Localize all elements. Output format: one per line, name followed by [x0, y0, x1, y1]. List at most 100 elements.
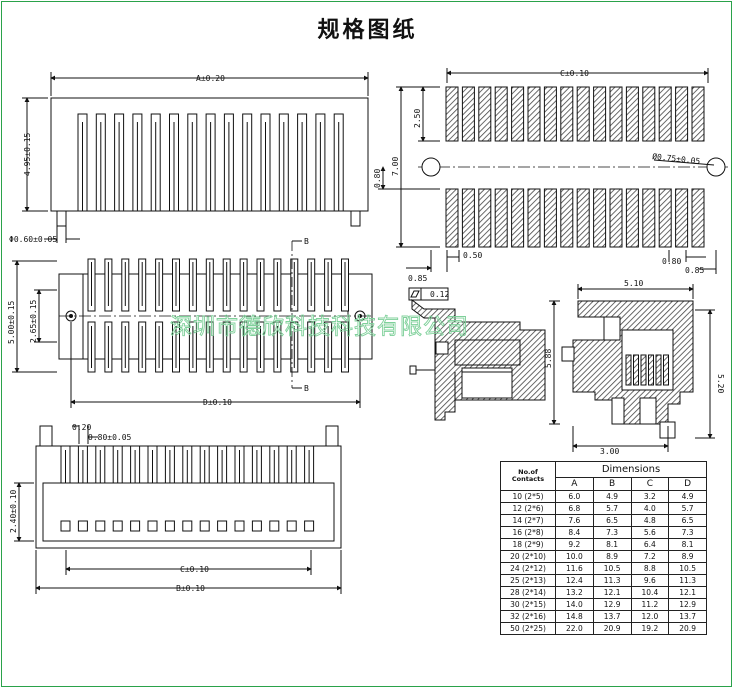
- dim-250-label: 2.50: [413, 109, 422, 128]
- table-title: Dimensions: [555, 461, 707, 478]
- col-header-a: A: [555, 477, 594, 491]
- contact-lower: [234, 520, 245, 532]
- dim-085l-label: 0.85: [408, 274, 427, 283]
- dimension-cell: 13.7: [592, 610, 632, 623]
- dimension-cell: 6.8: [555, 502, 594, 515]
- pcb-pad-bottom: [642, 188, 656, 248]
- dim-080b-label: 0.80±0.05: [88, 433, 132, 442]
- pcb-pad-bottom: [445, 188, 459, 248]
- pcb-pad-bottom: [691, 188, 705, 248]
- page-title: 规格图纸: [317, 17, 418, 43]
- dimension-cell: 6.0: [555, 490, 594, 503]
- dimension-cell: 4.0: [630, 502, 670, 515]
- pcb-pad-top: [576, 86, 590, 142]
- pcb-pad-top: [478, 86, 492, 142]
- dimension-cell: 4.9: [592, 490, 632, 503]
- dim-265-label: 2.65±0.15: [29, 299, 38, 343]
- contacts-cell: 28 (2*14): [500, 586, 556, 599]
- section-view-large: [549, 284, 715, 452]
- contact-lower: [60, 520, 71, 532]
- dim-588-label: 5.88: [544, 349, 553, 368]
- dim-700-label: 7.00: [391, 157, 400, 176]
- contacts-cell: 20 (2*10): [500, 550, 556, 563]
- pcb-pad-top: [494, 86, 508, 142]
- contact-lower: [130, 520, 141, 532]
- dimension-cell: 20.9: [668, 622, 707, 635]
- dim-080h-label: 0.80: [662, 257, 681, 266]
- section-b-top-label: B: [304, 237, 309, 246]
- dimension-cell: 10.4: [630, 586, 670, 599]
- pcb-pad-bottom: [543, 188, 557, 248]
- dimension-cell: 22.0: [555, 622, 594, 635]
- dim-d-label: D±0.10: [203, 398, 232, 407]
- pcb-pad-bottom: [609, 188, 623, 248]
- dim-520-label: 5.20: [716, 374, 725, 393]
- pcb-pad-top: [461, 86, 475, 142]
- pcb-pad-bottom: [658, 188, 672, 248]
- pcb-pad-bottom: [478, 188, 492, 248]
- contact-lower: [77, 520, 88, 532]
- contact-spring: [625, 354, 632, 386]
- dim-085r-label: 0.85: [685, 266, 704, 275]
- dimension-cell: 11.3: [592, 574, 632, 587]
- contacts-cell: 10 (2*5): [500, 490, 556, 503]
- contact-lower: [251, 520, 262, 532]
- top-view: [12, 240, 373, 408]
- dim-060-label: Φ0.60±0.05: [9, 235, 57, 244]
- pcb-pad-top: [691, 86, 705, 142]
- contact-lower: [217, 520, 228, 532]
- dimension-cell: 11.3: [668, 574, 707, 587]
- pcb-pad-top: [642, 86, 656, 142]
- watermark: 深圳市德欣科技科技有限公司: [170, 315, 469, 340]
- contacts-cell: 30 (2*15): [500, 598, 556, 611]
- dim-500-label: 5.00±0.15: [7, 300, 16, 344]
- dimension-cell: 6.5: [592, 514, 632, 527]
- pcb-pad-bottom: [494, 188, 508, 248]
- dimension-cell: 5.7: [668, 502, 707, 515]
- pcb-pad-bottom: [593, 188, 607, 248]
- dimension-cell: 3.2: [630, 490, 670, 503]
- contacts-cell: 25 (2*13): [500, 574, 556, 587]
- contacts-cell: 32 (2*16): [500, 610, 556, 623]
- dimension-cell: 8.1: [668, 538, 707, 551]
- dim-495-label: 4.95±0.15: [23, 132, 32, 176]
- dim-c-bottom-label: C±0.10: [180, 565, 209, 574]
- flatness-label: 0.12: [430, 290, 449, 299]
- dim-020-label: 0.20: [72, 423, 91, 432]
- contact-lower: [304, 520, 315, 532]
- contacts-cell: 18 (2*9): [500, 538, 556, 551]
- col-header-c: C: [630, 477, 670, 491]
- col-header-b: B: [592, 477, 632, 491]
- dimension-cell: 10.5: [668, 562, 707, 575]
- dimension-cell: 8.4: [555, 526, 594, 539]
- contact-spring: [655, 354, 662, 386]
- dimension-cell: 12.4: [555, 574, 594, 587]
- dimension-cell: 14.8: [555, 610, 594, 623]
- contacts-cell: 14 (2*7): [500, 514, 556, 527]
- contact-lower: [286, 520, 297, 532]
- contact-spring: [640, 354, 647, 386]
- dim-075-label: Ø0.75±0.05: [652, 151, 701, 166]
- contact-lower: [164, 520, 175, 532]
- dim-a-label: A±0.20: [196, 74, 225, 83]
- dimension-cell: 11.6: [555, 562, 594, 575]
- dimension-cell: 4.8: [630, 514, 670, 527]
- dim-240-label: 2.40±0.10: [9, 489, 18, 533]
- pcb-pad-bottom: [511, 188, 525, 248]
- dim-b-label: B±0.10: [176, 584, 205, 593]
- contact-spring: [633, 354, 639, 386]
- dimension-cell: 8.9: [668, 550, 707, 563]
- bottom-view: [14, 425, 342, 594]
- contact-spring: [663, 354, 669, 386]
- pcb-pad-bottom: [675, 188, 689, 248]
